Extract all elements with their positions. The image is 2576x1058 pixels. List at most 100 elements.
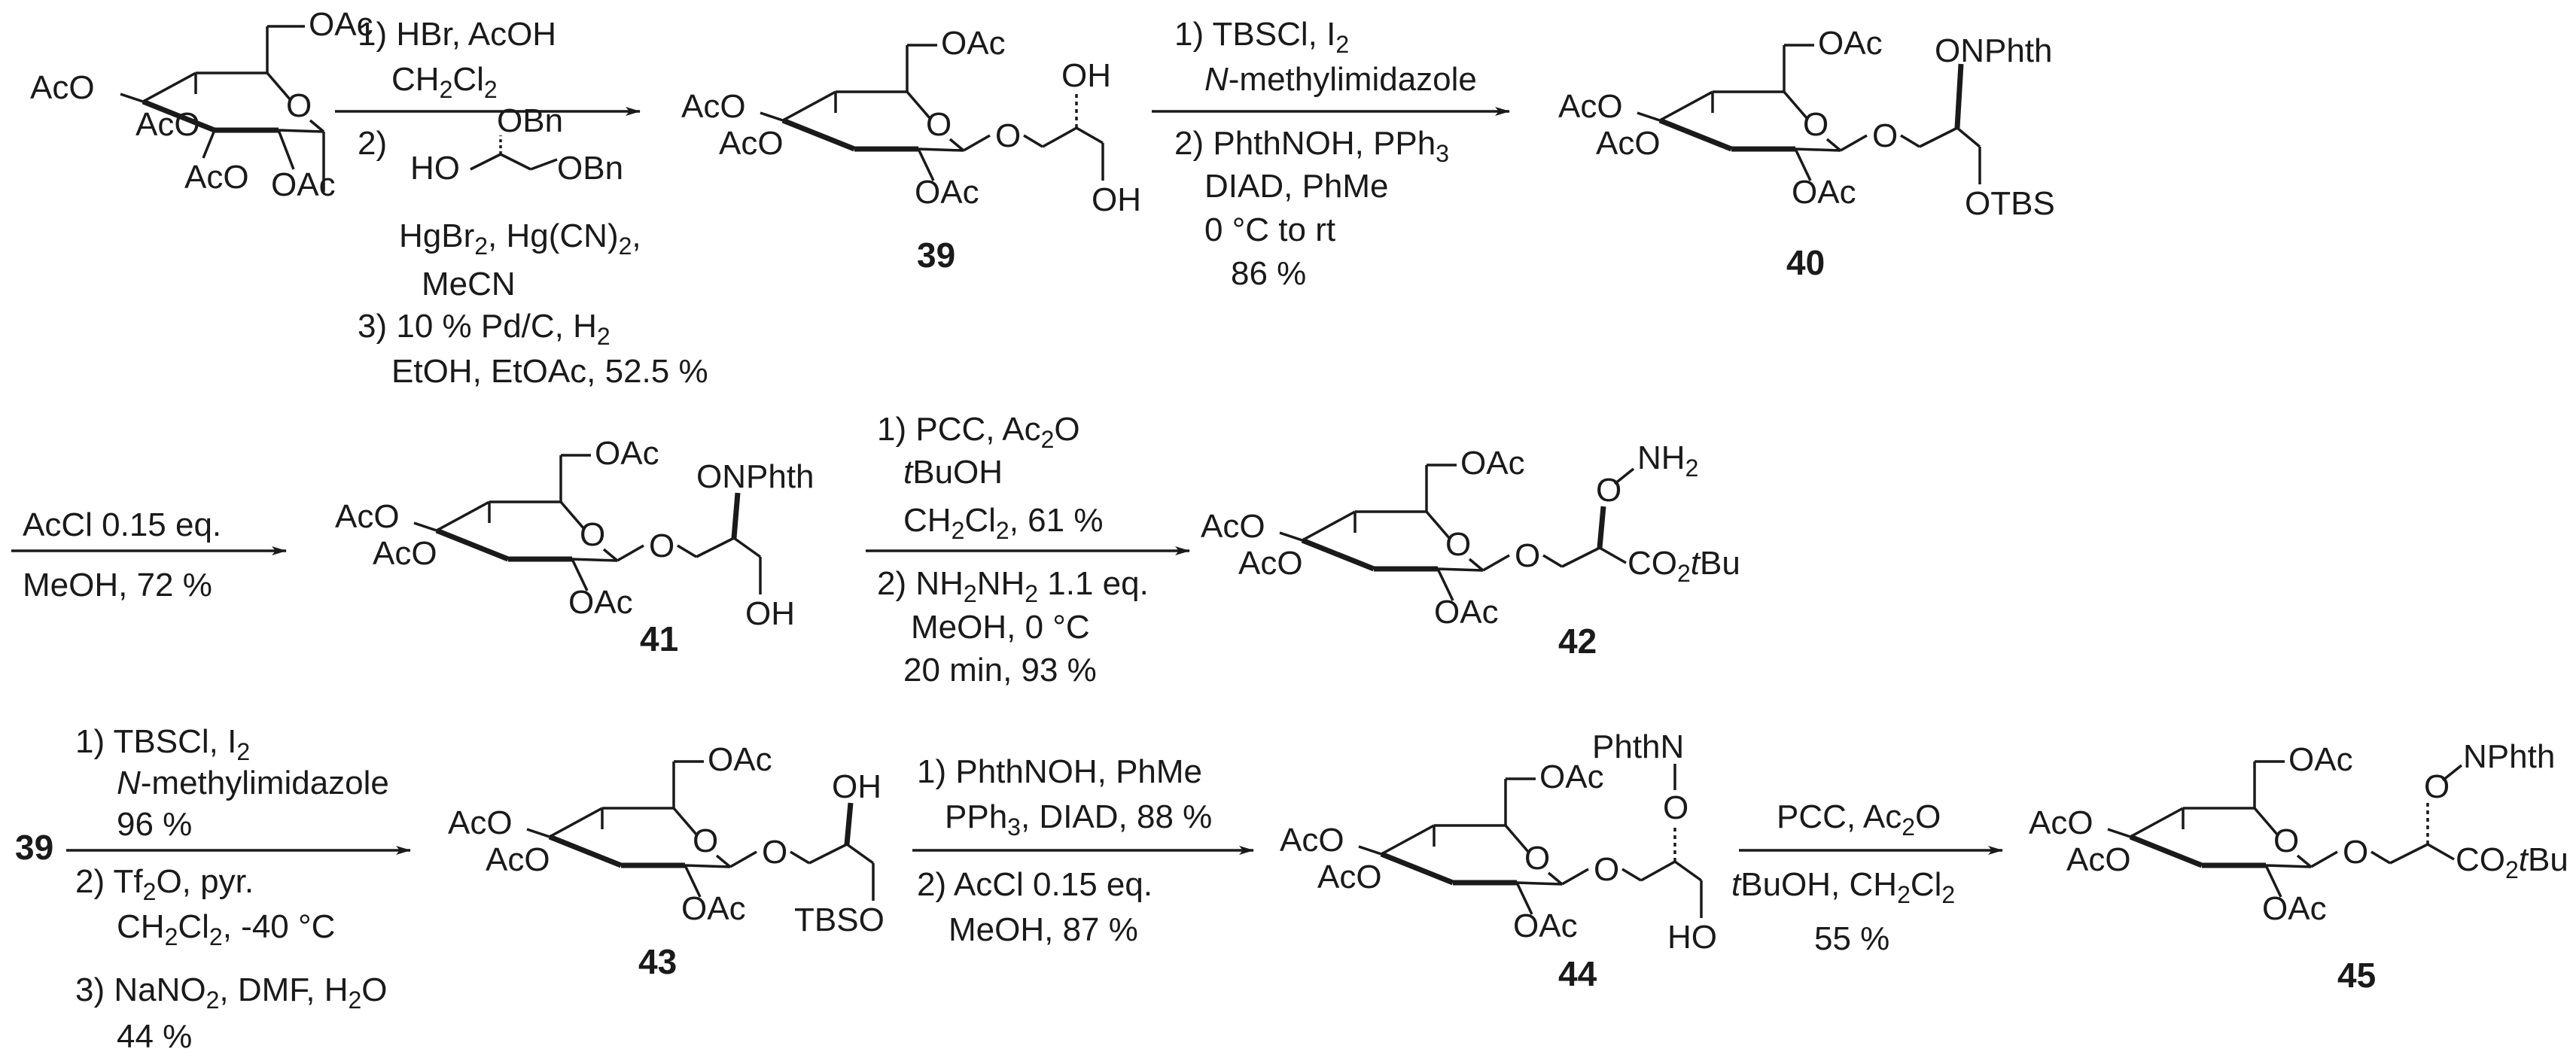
label-tbso: TBSO [794,901,885,938]
label-aco: AcO [1558,88,1623,125]
condition-text: 1) HBr, AcOH [358,16,556,53]
condition-text: MeOH, 87 % [948,911,1138,948]
label-aco: AcO [30,69,95,106]
compound-42: OAc AcO AcO OAc O O O NH2 CO2tBu 42 [1201,439,1740,661]
label-oh: OH [1092,181,1141,218]
glycosidic-oxygen: O [1594,851,1619,888]
condition-text: 86 % [1231,255,1306,292]
label-oac: OAc [1818,25,1883,62]
label-aco: AcO [448,804,513,841]
label-aco: AcO [184,159,249,196]
compound-number: 40 [1786,243,1825,282]
glycosidic-oxygen: O [2343,834,2368,871]
label-nphth: NPhth [2463,738,2555,775]
label-ester: CO2tBu [2456,841,2568,883]
starting-material: OAc AcO AcO AcO OAc O [30,6,373,203]
compound-39: OAc AcO AcO OAc O O OH OH 39 [681,25,1141,275]
compound-40: OAc AcO AcO OAc O O ONPhth OTBS 40 [1558,25,2055,282]
label-oac: OAc [595,435,659,472]
step-3-conditions: AcCl 0.15 eq. MeOH, 72 % [11,506,287,603]
label-oac: OAc [1434,594,1499,631]
label-oac: OAc [1460,445,1525,482]
label-oac: OAc [681,890,746,927]
label-nh2: NH2 [1637,439,1698,482]
step-2-conditions: 1) TBSCl, I2 N-methylimidazole 2) PhthNO… [1152,16,1510,292]
step-4-conditions: 1) PCC, Ac2O tBuOH CH2Cl2, 61 % 2) NH2NH… [866,411,1190,689]
condition-text: 55 % [1814,920,1889,957]
condition-text: 0 °C to rt [1204,211,1335,248]
ring-oxygen: O [580,516,605,553]
label-aco: AcO [719,125,784,162]
condition-text: 2) PhthNOH, PPh3 [1174,125,1449,167]
condition-text: 44 % [117,1018,192,1055]
label-ester: CO2tBu [1628,545,1740,587]
condition-text: EtOH, EtOAc, 52.5 % [391,353,708,390]
condition-text: 1) PCC, Ac2O [877,411,1080,453]
glycosidic-oxygen: O [995,117,1021,154]
condition-text: MeOH, 72 % [23,567,212,603]
condition-text: 1) TBSCl, I2 [75,723,250,765]
label-aco: AcO [486,841,550,878]
label-aco: AcO [1317,859,1382,895]
glycosidic-oxygen: O [1515,537,1540,574]
label-oac: OAc [708,741,772,778]
compound-number: 39 [15,828,53,867]
label-oh: OH [832,768,882,805]
ring-oxygen: O [1524,840,1550,877]
glycosidic-oxygen: O [762,834,787,871]
label-oac: OAc [271,166,336,203]
condition-text: N-methylimidazole [117,765,389,801]
label-oac: OAc [1539,759,1604,795]
label-aco: AcO [2066,841,2131,878]
condition-text: PPh3, DIAD, 88 % [945,798,1212,841]
label-oh: OH [745,595,795,632]
label-oac: OAc [941,25,1006,62]
condition-text: CH2Cl2 [391,61,498,103]
ring-oxygen: O [693,822,718,859]
compound-number: 43 [638,942,677,981]
compound-41: OAc AcO AcO OAc O O ONPhth OH 41 [335,435,815,658]
condition-text: DIAD, PhMe [1204,168,1389,205]
condition-text: tBuOH, CH2Cl2 [1731,866,1955,908]
compound-number: 45 [2337,956,2376,995]
label-oac: OAc [568,584,633,621]
label-o: O [2424,768,2450,805]
label-o: O [1596,472,1621,509]
compound-number: 42 [1558,622,1597,661]
label-ho: HO [1667,919,1717,956]
condition-text: 2) Tf2O, pyr. [75,863,254,905]
label-oac: OAc [2288,741,2353,778]
condition-text: 1) TBSCl, I2 [1174,16,1349,58]
label-oac: OAc [1792,174,1856,211]
condition-text: MeCN [422,266,516,303]
condition-text: CH2Cl2, -40 °C [117,908,335,950]
ring-oxygen: O [2273,822,2299,859]
label-aco: AcO [1596,125,1661,162]
label-aco: AcO [1280,822,1344,859]
label-aco: AcO [681,88,746,125]
condition-text: 3) NaNO2, DMF, H2O [75,971,388,1014]
label-oac: OAc [915,174,979,211]
label-aco: AcO [2029,804,2093,841]
condition-text: 3) 10 % Pd/C, H2 [358,308,611,350]
condition-text: 2) NH2NH2 1.1 eq. [877,565,1149,607]
ring-oxygen: O [1803,106,1828,143]
label-oac: OAc [1513,908,1578,944]
compound-45: OAc AcO AcO OAc O O O NPhth CO2tBu 45 [2029,738,2568,995]
step-6-conditions: 1) PhthNOH, PhMe PPh3, DIAD, 88 % 2) AcC… [912,753,1254,948]
condition-text: 2) AcCl 0.15 eq. [917,866,1153,903]
reagent-label: HO [410,150,460,187]
condition-text: CH2Cl2, 61 % [903,502,1103,544]
compound-number: 39 [917,236,955,275]
label-phthn: PhthN [1592,728,1684,765]
compound-44: OAc AcO AcO OAc O O O PhthN HO 44 [1280,728,1717,993]
condition-text: tBuOH [903,454,1003,491]
glycosidic-oxygen: O [1872,117,1898,154]
compound-43: OAc AcO AcO OAc O O OH TBSO 43 [448,741,885,981]
condition-text: 96 % [117,806,192,843]
reagent-label: OBn [497,102,563,139]
label-otbs: OTBS [1965,185,2055,222]
condition-text: MeOH, 0 °C [911,609,1090,646]
label-aco: AcO [335,498,400,535]
condition-text: PCC, Ac2O [1777,798,1941,841]
